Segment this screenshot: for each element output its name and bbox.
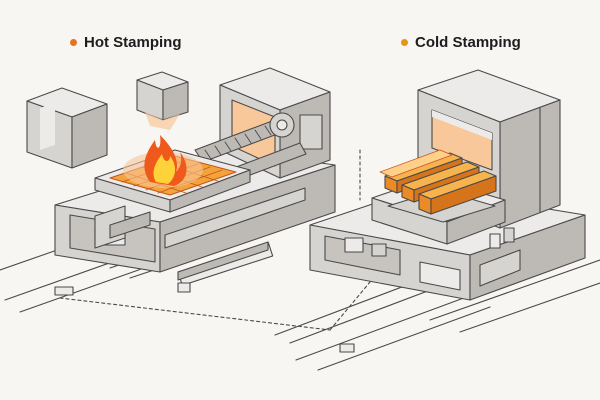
- orange-dot-icon: [401, 39, 408, 46]
- cold-stamped-parts: [379, 149, 497, 215]
- cold-stamping-title: Cold Stamping: [401, 34, 521, 51]
- hot-stamping-title: Hot Stamping: [70, 34, 182, 51]
- hot-stamping-label: Hot Stamping: [84, 34, 182, 51]
- cold-brackets: [489, 227, 515, 249]
- flame-icon: [123, 135, 203, 188]
- cold-stamping-machine: [274, 69, 600, 371]
- hot-press-ram: [136, 71, 189, 130]
- cold-stamping-label: Cold Stamping: [415, 34, 521, 51]
- hot-carriage: [94, 205, 274, 293]
- hot-die-block: [26, 87, 108, 169]
- hot-stamping-machine: [0, 67, 381, 331]
- orange-dot-icon: [70, 39, 77, 46]
